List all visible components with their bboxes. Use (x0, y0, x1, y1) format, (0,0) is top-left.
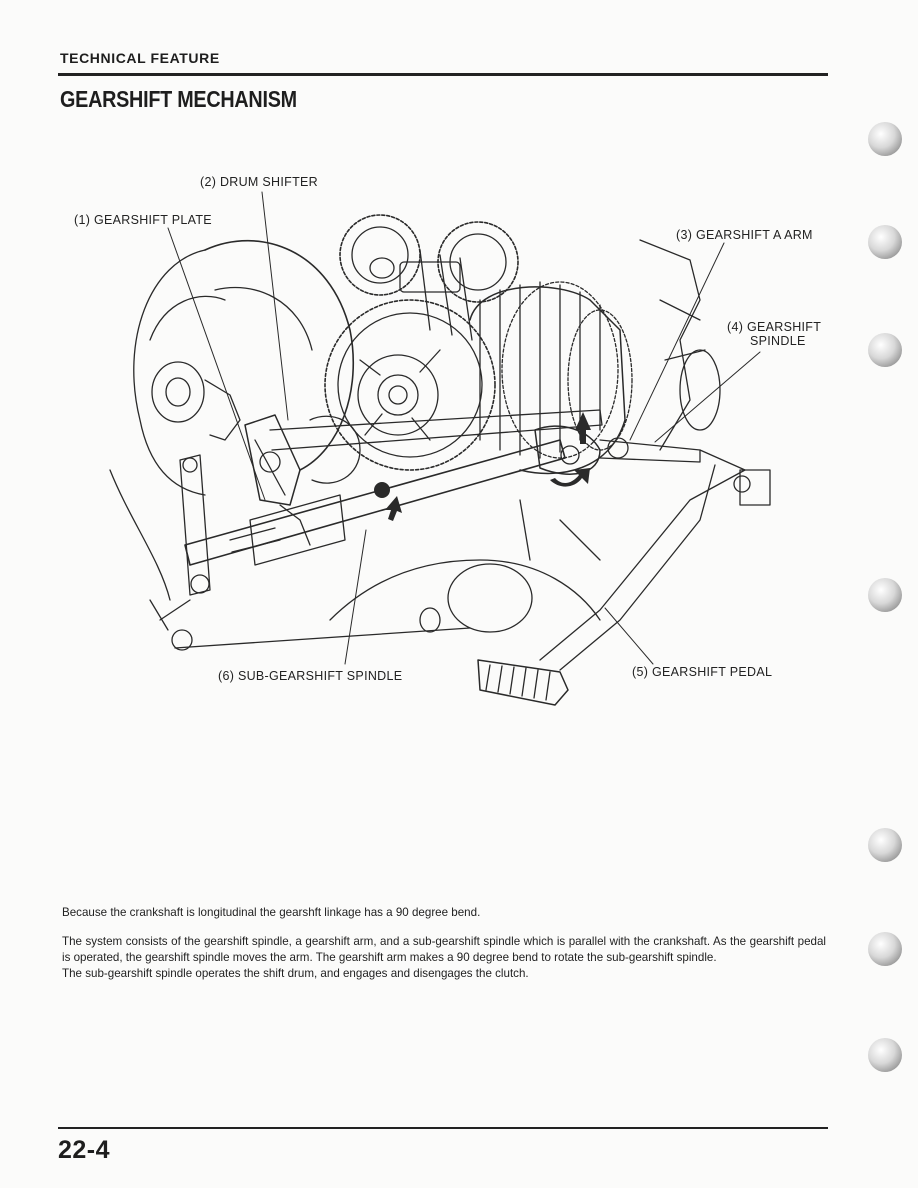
linkage-arm-drawing (149, 454, 471, 651)
footer-rule (58, 1127, 828, 1129)
binder-hole-icon (868, 578, 902, 612)
body-text: Because the crankshaft is longitudinal t… (62, 905, 826, 982)
callout-gearshift-spindle: (4) GEARSHIFT (727, 320, 821, 334)
paragraph-1: Because the crankshaft is longitudinal t… (62, 906, 481, 919)
crankcase-drawing (329, 499, 601, 633)
transmission-gears-drawing (324, 214, 633, 475)
callout-gearshift-spindle-line2: SPINDLE (750, 334, 806, 348)
gearshift-pedal-drawing (477, 449, 771, 706)
binder-hole-icon (868, 225, 902, 259)
page-title: GEARSHIFT MECHANISM (60, 86, 297, 112)
paragraph-2: The system consists of the gearshift spi… (62, 935, 826, 964)
clutch-housing-drawing (109, 239, 354, 601)
binder-hole-icon (868, 333, 902, 367)
callout-gearshift-plate: (1) GEARSHIFT PLATE (74, 213, 212, 227)
paragraph-3: The sub-gearshift spindle operates the s… (62, 967, 529, 980)
binder-hole-icon (868, 828, 902, 862)
header-rule (58, 73, 828, 76)
callout-sub-gearshift-spindle: (6) SUB-GEARSHIFT SPINDLE (218, 669, 402, 683)
page-number: 22-4 (58, 1136, 111, 1164)
rotation-arrows (374, 412, 591, 521)
section-label: TECHNICAL FEATURE (60, 50, 220, 66)
leader-lines (167, 191, 761, 665)
binder-hole-icon (868, 1038, 902, 1072)
drum-shifter-drawing (244, 414, 311, 546)
binder-hole-icon (868, 122, 902, 156)
gearshift-arm-drawing (534, 239, 721, 475)
shafts-drawing (184, 409, 603, 566)
binder-hole-icon (868, 932, 902, 966)
callout-gearshift-a-arm: (3) GEARSHIFT A ARM (676, 228, 813, 242)
callout-gearshift-pedal: (5) GEARSHIFT PEDAL (632, 665, 772, 679)
callout-drum-shifter: (2) DRUM SHIFTER (200, 175, 318, 189)
